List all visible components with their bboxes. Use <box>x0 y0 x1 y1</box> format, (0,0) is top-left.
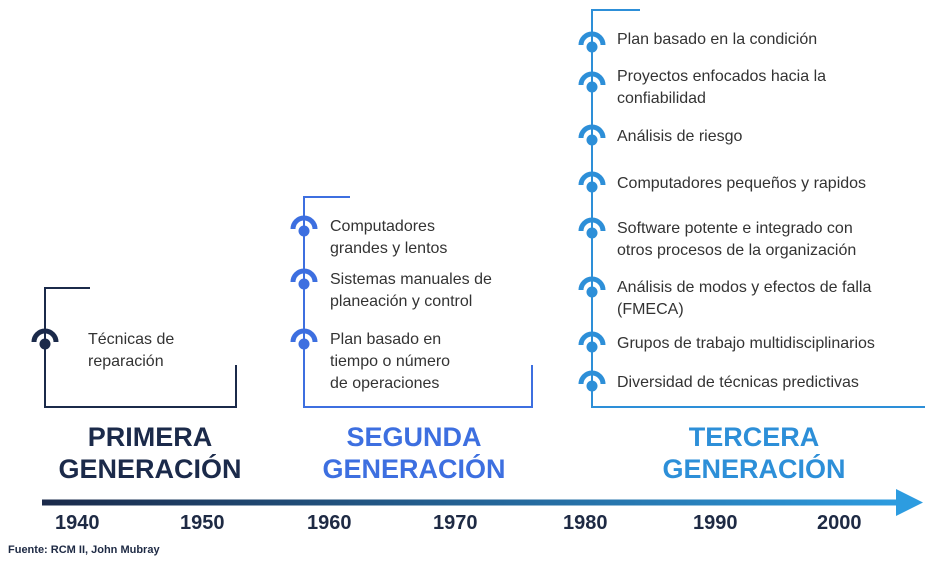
year-label: 1950 <box>180 512 225 534</box>
icon-dot <box>586 286 598 298</box>
source-note: Fuente: RCM II, John Mubray <box>8 544 160 556</box>
gen3-item-6: Análisis de modos y efectos de falla (FM… <box>617 279 872 318</box>
icon-arc <box>578 276 606 291</box>
icon-dot <box>586 181 598 193</box>
icon-arc <box>290 268 318 283</box>
gen1-item-1: Técnicas de reparación <box>88 331 175 370</box>
icon-arc <box>578 171 606 186</box>
gen2-item-2: Sistemas manuales de planeación y contro… <box>330 271 492 310</box>
gen2-item-1: Computadores grandes y lentos <box>330 218 448 257</box>
timeline-axis <box>42 499 902 506</box>
icon-arc <box>578 71 606 86</box>
half-circle-bullet-icon <box>578 124 606 146</box>
icon-arc <box>578 31 606 46</box>
gen3-item-8: Diversidad de técnicas predictivas <box>617 374 859 391</box>
icon-dot <box>586 341 598 353</box>
gen3-item-5: Software potente e integrado con otros p… <box>617 220 857 259</box>
frame-line <box>591 9 925 408</box>
half-circle-bullet-icon <box>290 268 318 290</box>
generation-label-3: TERCERA GENERACIÓN <box>662 422 846 484</box>
icon-dot <box>586 227 598 239</box>
gen3-item-2: Proyectos enfocados hacia la confiabilid… <box>617 68 827 107</box>
half-circle-bullet-icon <box>578 370 606 392</box>
gen3-item-1: Plan basado en la condición <box>617 31 818 48</box>
half-circle-bullet-icon <box>578 31 606 53</box>
icon-dot <box>586 380 598 392</box>
icon-dot <box>298 278 310 290</box>
half-circle-bullet-icon <box>31 328 59 350</box>
icon-dot <box>586 41 598 53</box>
half-circle-bullet-icon <box>578 276 606 298</box>
half-circle-bullet-icon <box>578 217 606 239</box>
half-circle-bullet-icon <box>290 328 318 350</box>
generation-frame-3 <box>591 9 925 408</box>
year-label: 1960 <box>307 512 352 534</box>
icon-dot <box>298 338 310 350</box>
icon-arc <box>290 328 318 343</box>
year-label: 1970 <box>433 512 478 534</box>
generation-frame-2 <box>303 196 533 408</box>
gen2-item-3: Plan basado en tiempo o número de operac… <box>330 331 451 392</box>
icon-arc <box>31 328 59 343</box>
frame-line <box>44 287 237 408</box>
half-circle-bullet-icon <box>290 215 318 237</box>
gen3-item-4: Computadores pequeños y rapidos <box>617 175 867 192</box>
icon-arc <box>578 124 606 139</box>
icon-arc <box>290 215 318 230</box>
year-label: 1980 <box>563 512 608 534</box>
icon-arc <box>578 370 606 385</box>
half-circle-bullet-icon <box>578 71 606 93</box>
year-label: 1990 <box>693 512 738 534</box>
year-label: 1940 <box>55 512 100 534</box>
frame-line <box>303 196 533 408</box>
half-circle-bullet-icon <box>578 331 606 353</box>
generation-label-2: SEGUNDA GENERACIÓN <box>322 422 506 484</box>
icon-dot <box>586 134 598 146</box>
icon-dot <box>298 225 310 237</box>
icon-arc <box>578 331 606 346</box>
gen3-item-3: Análisis de riesgo <box>617 128 743 145</box>
icon-dot <box>586 81 598 93</box>
gen3-item-7: Grupos de trabajo multidisciplinarios <box>617 335 875 352</box>
arrow-right-icon <box>896 489 923 516</box>
generation-frame-1 <box>44 287 237 408</box>
icon-arc <box>578 217 606 232</box>
half-circle-bullet-icon <box>578 171 606 193</box>
generation-label-1: PRIMERA GENERACIÓN <box>58 422 242 484</box>
year-label: 2000 <box>817 512 862 534</box>
icon-dot <box>39 338 51 350</box>
